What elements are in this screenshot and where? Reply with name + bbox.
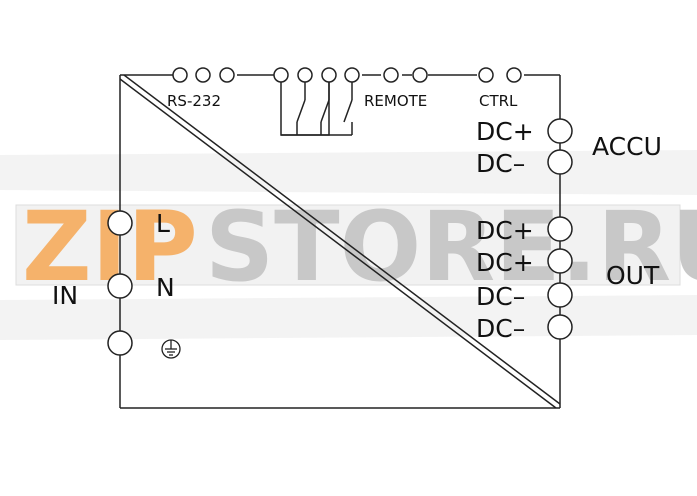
- out-dc-plus-label-2: DC+: [476, 248, 534, 277]
- terminal-circle-icon: [219, 67, 235, 83]
- ctrl-label: CTRL: [479, 92, 518, 110]
- terminal-circle-icon: [195, 67, 211, 83]
- right-terminals: [547, 118, 573, 340]
- ground-symbol-icon: [161, 339, 181, 359]
- converter-diagonal: [119, 74, 561, 409]
- out-dc-minus-label-1: DC–: [476, 282, 525, 311]
- terminal-circle-icon: [547, 149, 573, 175]
- n-label: N: [156, 273, 175, 302]
- terminal-circle-icon: [107, 273, 133, 299]
- in-label: IN: [52, 281, 78, 310]
- terminal-circle-icon: [547, 248, 573, 274]
- terminal-circle-icon: [547, 314, 573, 340]
- watermark-text-right: STORE.RU: [205, 191, 697, 303]
- out-dc-plus-label-1: DC+: [476, 216, 534, 245]
- terminal-circle-icon: [297, 67, 313, 83]
- terminal-circle-icon: [107, 210, 133, 236]
- watermark: ZIP STORE.RU: [0, 150, 697, 340]
- remote-label: REMOTE: [364, 92, 427, 110]
- terminal-circle-icon: [506, 67, 522, 83]
- terminal-circle-icon: [172, 67, 188, 83]
- terminal-circle-icon: [547, 216, 573, 242]
- terminal-circle-icon: [547, 282, 573, 308]
- terminal-circle-icon: [321, 67, 337, 83]
- terminal-circle-icon: [478, 67, 494, 83]
- accu-dc-plus-label: DC+: [476, 117, 534, 146]
- terminal-circle-icon: [547, 118, 573, 144]
- top-terminals: [172, 67, 522, 83]
- terminal-circle-icon: [344, 67, 360, 83]
- accu-label: ACCU: [592, 132, 662, 161]
- left-terminals: [107, 210, 133, 356]
- switch-contact-icon: [280, 82, 353, 136]
- accu-dc-minus-label: DC–: [476, 149, 525, 178]
- watermark-band-right: [0, 295, 697, 340]
- l-label: L: [156, 209, 170, 238]
- watermark-band-left: [0, 150, 697, 195]
- rs232-label: RS-232: [167, 92, 221, 110]
- terminal-circle-icon: [273, 67, 289, 83]
- terminal-circle-icon: [412, 67, 428, 83]
- out-label: OUT: [606, 261, 660, 290]
- terminal-circle-icon: [383, 67, 399, 83]
- out-dc-minus-label-2: DC–: [476, 314, 525, 343]
- terminal-circle-icon: [107, 330, 133, 356]
